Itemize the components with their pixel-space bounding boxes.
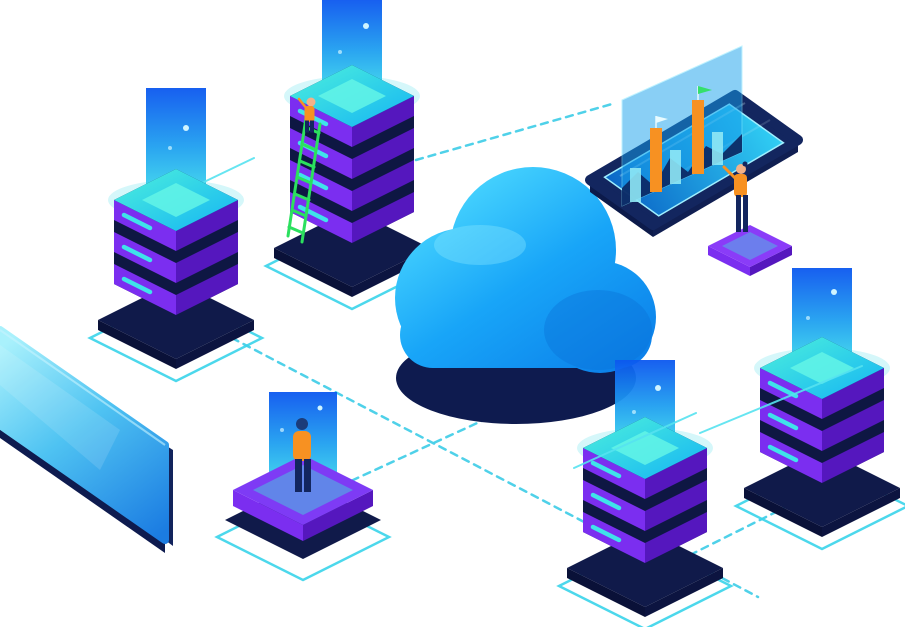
beam-bubble	[168, 146, 172, 150]
network-links	[230, 102, 792, 599]
cloud-dark-lobe	[544, 290, 652, 370]
platform-slab	[233, 455, 373, 541]
cloud	[395, 167, 656, 424]
beam-bubble	[338, 50, 342, 54]
ladder	[286, 116, 322, 244]
beam-bubble	[280, 428, 284, 432]
server-stack-bottom	[556, 360, 734, 627]
presenter-platform	[708, 225, 792, 276]
climbing-technician-figure	[297, 97, 316, 133]
display-panel-top-rim	[0, 329, 166, 446]
accent-line	[203, 157, 255, 183]
analytics-tablet	[585, 45, 803, 276]
led-stripes	[121, 212, 153, 295]
beam-bubble	[363, 23, 369, 29]
beam-bubble	[632, 410, 636, 414]
hologram-platform	[214, 392, 392, 582]
standing-figure	[293, 418, 311, 492]
flag-marker-green	[697, 86, 712, 100]
beam-bubble	[806, 316, 810, 320]
cloud-body	[395, 167, 656, 373]
glow-top-inner	[142, 183, 210, 217]
link-bottom-to-right	[688, 503, 792, 557]
bar-chart-graphic	[630, 100, 723, 202]
server-stack-right	[733, 268, 905, 551]
server-stack-left	[87, 88, 265, 383]
beam-bubble	[831, 289, 837, 295]
glow-top-inner	[318, 79, 386, 113]
cloud-highlight	[434, 225, 526, 265]
link-top-to-tablet	[414, 102, 614, 162]
stack-layers	[290, 96, 414, 243]
link-left-to-bottom	[230, 336, 590, 526]
beam-bubble	[655, 385, 661, 391]
dashboard-chart	[621, 45, 743, 207]
accent-line	[573, 412, 697, 469]
display-panel	[0, 326, 173, 553]
led-stripes	[767, 380, 799, 463]
base-platform	[744, 449, 900, 537]
display-panel-sheen	[0, 345, 120, 470]
beam-bubble	[183, 125, 189, 131]
led-stripes	[590, 460, 622, 543]
flag-marker-white	[655, 116, 668, 128]
base-platform	[567, 529, 723, 617]
beam-bubble	[317, 405, 323, 411]
base-platform	[98, 281, 254, 369]
accent-lines	[573, 365, 863, 469]
glow-top-inner	[611, 431, 679, 465]
accent-line	[699, 365, 863, 434]
presenter-figure	[722, 161, 748, 232]
